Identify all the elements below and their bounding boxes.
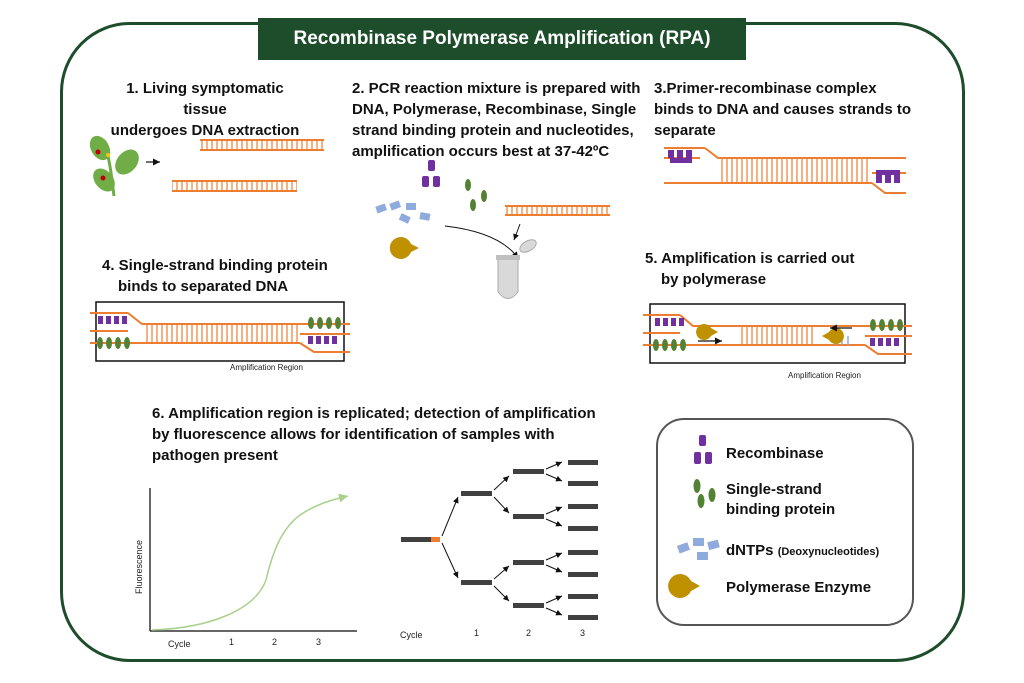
tree-tick-2: 2: [526, 628, 532, 638]
dna-strand-mixture: [505, 205, 610, 216]
step-6-text: 6. Amplification region is replicated; d…: [152, 405, 596, 464]
replication-tree: [401, 460, 598, 620]
dna-ssb-step4: [90, 301, 350, 362]
fluorescence-curve: [151, 493, 349, 631]
step-2-text: 2. PCR reaction mixture is prepared with…: [352, 80, 641, 160]
legend-ssb-icon: [693, 479, 716, 508]
legend-polymerase-label: Polymerase Enzyme: [726, 579, 872, 596]
fluorescence-ylabel: Fluorescence: [134, 539, 144, 595]
dna-strand-extracted-1: [200, 139, 324, 151]
ssb-icon: [465, 179, 487, 211]
plant-icon: [89, 135, 139, 197]
dna-separating-step3: [664, 147, 906, 194]
tube-icon: [496, 239, 537, 299]
tree-tick-1: 1: [474, 628, 480, 638]
legend-recombinase-label: Recombinase: [726, 445, 824, 462]
recombinase-icon: [422, 160, 440, 187]
fluorescence-xlabel: Cycle: [168, 639, 191, 649]
page-title: Recombinase Polymerase Amplification (RP…: [258, 18, 746, 60]
amplification-region-label-4: Amplification Region: [230, 363, 303, 372]
dntp-icon: [375, 200, 431, 224]
fluorescence-tick-2: 2: [272, 637, 278, 647]
fluorescence-tick-3: 3: [316, 637, 322, 647]
legend-dntps-label: dNTPs (Deoxynucleotides): [726, 542, 880, 559]
tree-tick-3: 3: [580, 628, 586, 638]
fluorescence-tick-1: 1: [229, 637, 235, 647]
mix-arrow-1: [444, 225, 519, 259]
amplification-region-label-5: Amplification Region: [788, 371, 861, 380]
dna-strand-extracted-2: [172, 180, 297, 192]
legend-dntp-icon: [676, 538, 720, 560]
mix-arrow-2: [513, 223, 521, 241]
polymerase-icon: [389, 237, 419, 259]
fluorescence-plot: [149, 488, 357, 632]
legend-recombinase-icon: [694, 435, 712, 464]
legend-box: [656, 418, 914, 626]
legend-polymerase-icon: [668, 573, 700, 598]
dna-polymerase-step5: [643, 303, 912, 364]
tree-xlabel: Cycle: [400, 630, 423, 640]
